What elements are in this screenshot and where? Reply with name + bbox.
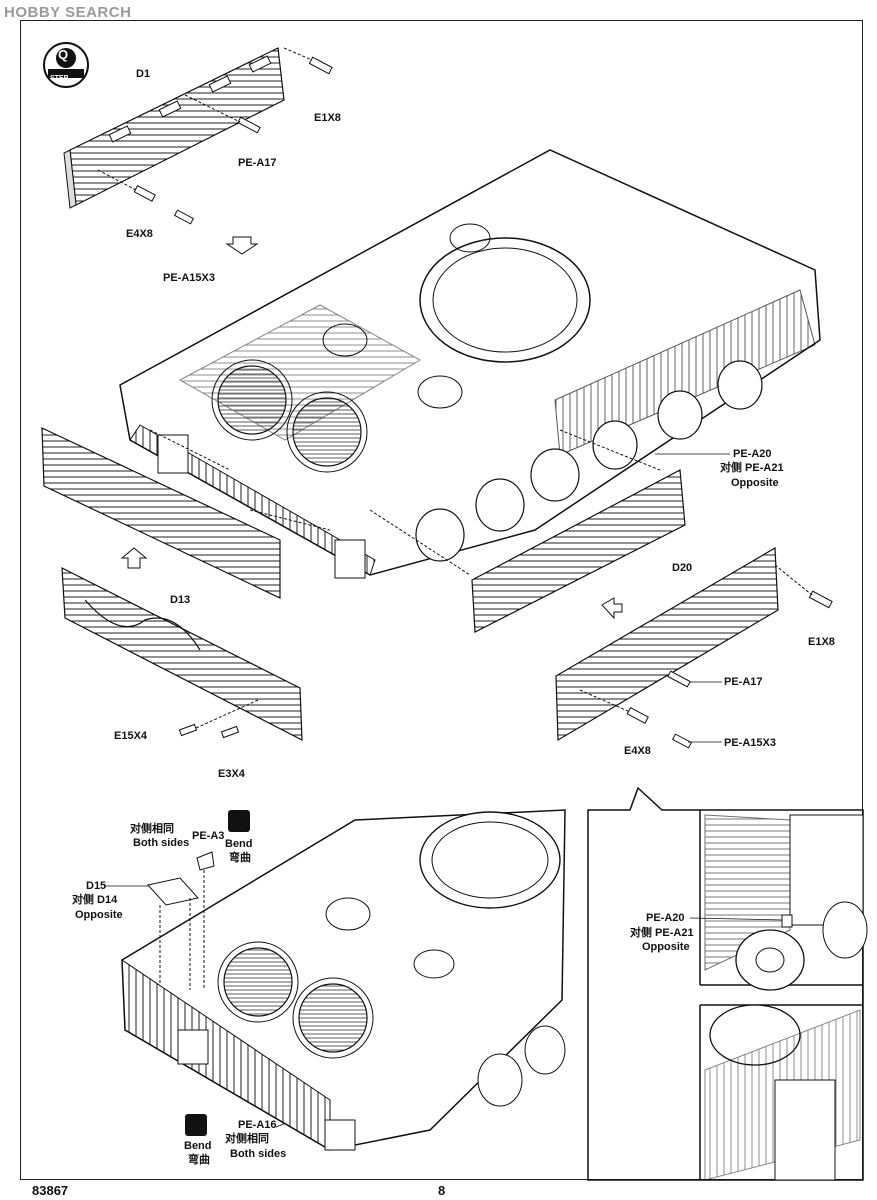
label-d20: D20 xyxy=(672,562,693,574)
direction-arrow-2 xyxy=(120,547,148,569)
label-pe-a20-main: PE-A20 xyxy=(733,448,772,460)
bracket-pe-a15x3-top xyxy=(173,209,195,225)
bend-icon-bottom xyxy=(185,1114,207,1136)
kit-number: 83867 xyxy=(32,1183,69,1198)
label-opposite-d15: Opposite xyxy=(75,909,123,921)
label-d15: D15 xyxy=(86,880,107,892)
label-bend-cn-bottom: 弯曲 xyxy=(188,1154,210,1166)
label-pe-a16: PE-A16 xyxy=(238,1119,277,1131)
label-e1x8-top: E1X8 xyxy=(314,112,341,124)
label-e15x4: E15X4 xyxy=(114,730,148,742)
label-both-sides-en-top: Both sides xyxy=(133,837,190,849)
label-opp-pe-a21-detail: 对侧 PE-A21 xyxy=(630,927,694,939)
armor-panel-side-right xyxy=(369,429,686,633)
armor-panel-d13 xyxy=(61,566,303,742)
label-both-sides-cn-bottom: 对侧相同 xyxy=(225,1133,269,1145)
label-e4x8-right: E4X8 xyxy=(624,745,651,757)
watermark: HOBBY SEARCH xyxy=(4,4,132,21)
label-opposite-main: Opposite xyxy=(731,477,779,489)
pin-e1x8-top xyxy=(283,47,333,75)
label-bend-bottom: Bend xyxy=(184,1140,212,1152)
direction-arrow-3 xyxy=(601,597,623,620)
label-pe-a3: PE-A3 xyxy=(192,830,225,842)
label-e3x4: E3X4 xyxy=(218,768,245,780)
label-opposite-detail: Opposite xyxy=(642,941,690,953)
bend-icon xyxy=(228,810,250,832)
page-frame xyxy=(20,20,863,1180)
label-pe-a15x3-top: PE-A15X3 xyxy=(163,272,215,284)
tank-rear-closeup xyxy=(121,809,566,1151)
direction-arrow-1 xyxy=(225,236,259,255)
detail-callout-box xyxy=(587,786,868,1181)
tank-hull-main xyxy=(119,149,821,579)
step-badge xyxy=(43,42,89,88)
label-pe-a17-top: PE-A17 xyxy=(238,157,277,169)
bracket-pe-a17-top xyxy=(184,94,261,134)
label-opp-pe-a21-main: 对侧 PE-A21 xyxy=(720,462,784,474)
step-id: Q xyxy=(58,47,69,62)
armor-panel-d20 xyxy=(555,546,833,749)
label-e4x8-top: E4X8 xyxy=(126,228,153,240)
label-pe-a20-detail: PE-A20 xyxy=(646,912,685,924)
label-pe-a17-right: PE-A17 xyxy=(724,676,763,688)
label-d1: D1 xyxy=(136,68,151,80)
label-e1x8-right: E1X8 xyxy=(808,636,835,648)
step-label: STEP xyxy=(50,75,69,82)
label-pe-a15x3-right: PE-A15X3 xyxy=(724,737,776,749)
label-bend-cn-top: 弯曲 xyxy=(229,852,251,864)
page-number: 8 xyxy=(438,1183,446,1198)
label-bend-top: Bend xyxy=(225,838,253,850)
pin-e4x8-top xyxy=(97,169,156,202)
label-both-sides-en-bottom: Both sides xyxy=(230,1148,287,1160)
label-both-sides-cn-top: 对侧相同 xyxy=(130,823,174,835)
armor-panel-d1 xyxy=(63,47,285,209)
armor-panel-rear-left xyxy=(41,427,331,599)
label-d13: D13 xyxy=(170,594,191,606)
label-opp-d14: 对侧 D14 xyxy=(72,894,118,906)
